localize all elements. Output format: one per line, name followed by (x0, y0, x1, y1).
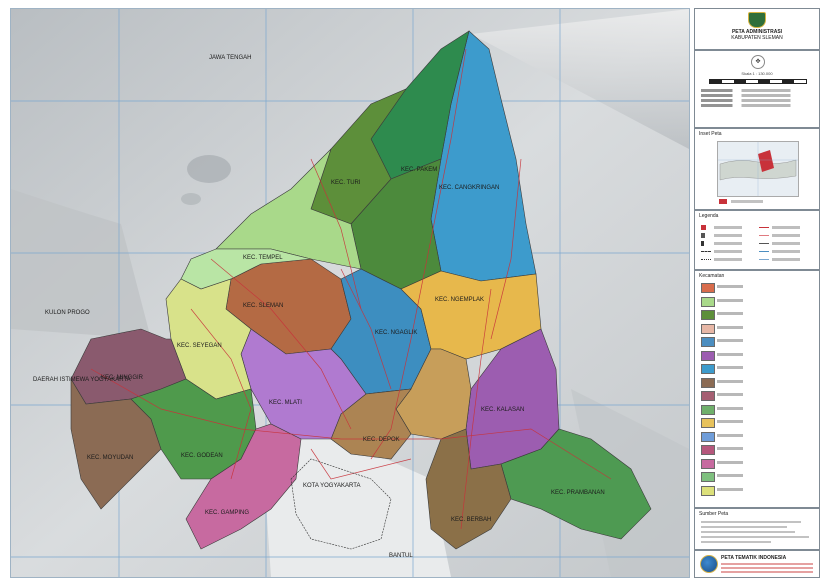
regency-seal-icon (748, 12, 766, 28)
symbol-village (701, 241, 756, 246)
district-swatch (701, 296, 715, 307)
district-legend-box: Kecamatan (694, 270, 820, 508)
inset-map (717, 141, 799, 197)
district-swatch (701, 364, 715, 374)
district-swatch (701, 350, 715, 361)
district-swatch (701, 418, 715, 428)
district-swatch-label (717, 339, 743, 342)
label-kota-yogyakarta: KOTA YOGYAKARTA (303, 483, 360, 489)
label-sleman: KEC. SLEMAN (243, 303, 283, 309)
label-godean: KEC. GODEAN (181, 453, 223, 459)
projection-info (701, 89, 813, 109)
publisher-title: PETA TEMATIK INDONESIA (721, 555, 787, 561)
district-swatch-label (717, 447, 743, 450)
north-arrow-icon: ✥ (751, 55, 765, 69)
map-canvas[interactable]: JAWA TENGAH KULON PROGO KOTA YOGYAKARTA … (11, 9, 689, 577)
symbol-district-capital (701, 233, 756, 238)
district-prambanan-south (500, 428, 652, 540)
district-swatch-label (717, 285, 743, 288)
district-berbah-south (425, 428, 512, 550)
district-swatch-label (717, 325, 743, 329)
urban-area (330, 388, 412, 460)
label-prambanan: KEC. PRAMBANAN (551, 490, 605, 496)
volcano-ridges (471, 9, 689, 149)
district-swatch-label (717, 298, 743, 302)
symbol-legend-box: Legenda (694, 210, 820, 270)
district-swatch (701, 323, 715, 334)
district-swatch (701, 283, 715, 293)
inset-legend-swatch (719, 199, 727, 204)
map-frame[interactable]: JAWA TENGAH KULON PROGO KOTA YOGYAKARTA … (10, 8, 690, 578)
district-swatch-label (717, 393, 743, 396)
district-swatch (701, 391, 715, 401)
notes-title: Sumber Peta (699, 511, 729, 517)
district-swatch-label (717, 312, 743, 315)
district-swatch (701, 445, 715, 455)
symbol-railway (759, 241, 814, 246)
district-seyegan (165, 278, 252, 400)
publisher-footer: PETA TEMATIK INDONESIA (694, 550, 820, 578)
label-moyudan: KEC. MOYUDAN (87, 455, 133, 461)
road-network (90, 48, 612, 530)
district-legend-title: Kecamatan (699, 273, 725, 279)
label-pakem: KEC. PAKEM (401, 167, 437, 173)
symbol-subdistrict-boundary (701, 257, 756, 262)
district-swatch-label (717, 433, 743, 437)
legend-panel: PETA ADMINISTRASI KABUPATEN SLEMAN ✥ Ska… (694, 8, 820, 578)
symbol-boundary (701, 249, 756, 254)
map-title-line1: PETA ADMINISTRASI (731, 29, 783, 35)
label-cangkringan: KEC. CANGKRINGAN (439, 185, 499, 191)
inset-map-box: Inset Peta (694, 128, 820, 210)
inset-title: Inset Peta (699, 131, 722, 137)
district-swatch (701, 458, 715, 469)
label-daerah-istimewa: DAERAH ISTIMEWA YOGYAKARTA (33, 377, 131, 383)
symbol-road (759, 233, 814, 238)
district-swatch (701, 485, 715, 496)
symbol-river (759, 249, 814, 254)
district-swatch (701, 377, 715, 388)
district-swatch-label (717, 352, 743, 356)
globe-logo-icon (700, 555, 718, 573)
map-title-line2: KABUPATEN SLEMAN (731, 35, 783, 41)
label-seyegan: KEC. SEYEGAN (177, 343, 222, 349)
district-swatch-label (717, 406, 743, 410)
label-kalasan: KEC. KALASAN (481, 407, 524, 413)
scale-bar (709, 79, 807, 84)
symbol-legend-title: Legenda (699, 213, 719, 219)
district-moyudan (70, 377, 162, 510)
label-ngaglik: KEC. NGAGLIK (375, 330, 417, 336)
map-title-box: PETA ADMINISTRASI KABUPATEN SLEMAN (694, 8, 820, 50)
scale-text: Skala 1 : 130.000 (741, 71, 773, 76)
district-swatch-label (717, 487, 743, 491)
district-swatch-label (717, 366, 743, 369)
district-gamping (185, 423, 302, 550)
label-bantul: BANTUL (389, 553, 413, 559)
label-berbah: KEC. BERBAH (451, 517, 491, 523)
label-jawa-tengah: JAWA TENGAH (209, 55, 251, 61)
label-minggir: KEC. MINGGIR (101, 375, 144, 381)
symbol-capital (701, 225, 756, 230)
district-swatch (701, 337, 715, 347)
label-gamping: KEC. GAMPING (205, 510, 249, 516)
notes-box: Sumber Peta (694, 508, 820, 550)
district-polygons (70, 30, 652, 550)
district-swatch-label (717, 474, 743, 477)
label-kulon-progo: KULON PROGO (45, 310, 90, 316)
district-swatch-label (717, 460, 743, 464)
label-depok: KEC. DEPOK (363, 437, 400, 443)
label-tempel: KEC. TEMPEL (243, 255, 283, 261)
district-swatch (701, 472, 715, 482)
district-swatch (701, 404, 715, 415)
label-ngemplak: KEC. NGEMPLAK (435, 297, 484, 303)
district-swatch-label (717, 420, 743, 423)
symbol-main-road (759, 225, 814, 230)
district-swatch (701, 310, 715, 320)
district-swatch (701, 431, 715, 442)
label-turi: KEC. TURI (331, 180, 361, 186)
district-swatch-label (717, 379, 743, 383)
label-mlati: KEC. MLATI (269, 400, 302, 406)
scale-box: ✥ Skala 1 : 130.000 (694, 50, 820, 128)
symbol-grid-line (759, 257, 814, 262)
